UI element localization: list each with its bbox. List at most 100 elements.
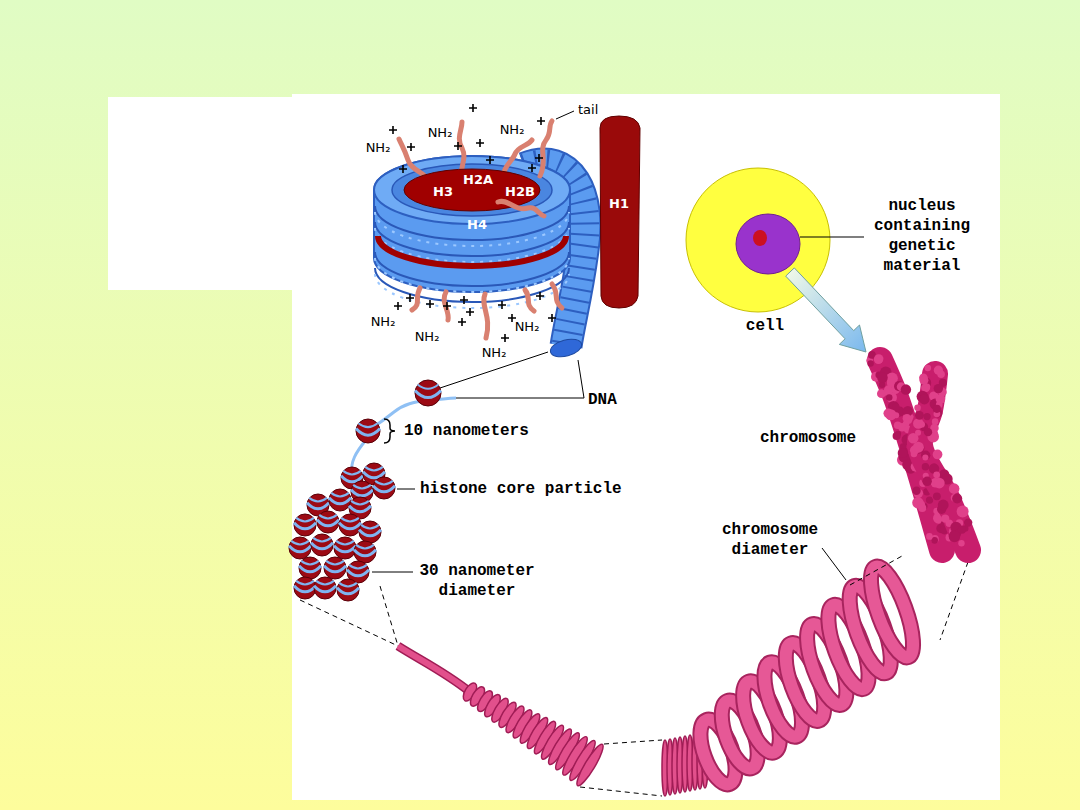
charge-symbol: [466, 308, 474, 316]
dna-wrap: [309, 498, 327, 502]
histone-bead: [289, 537, 311, 559]
histone-label: H2B: [505, 184, 535, 199]
dashed-guide: [580, 787, 662, 796]
dna-wrap: [296, 518, 314, 522]
leader-line: [372, 572, 413, 573]
chromatin-fuzz: [923, 413, 930, 420]
dashed-guide: [850, 556, 902, 585]
dna-label: DNA: [588, 390, 617, 410]
chromatin-fuzz: [949, 483, 960, 494]
histone-tail: [484, 294, 488, 338]
dna-wrap: [326, 561, 344, 565]
histone-bead: [356, 419, 380, 443]
charge-symbol: [536, 292, 544, 300]
histone-core-label: histone core particle: [420, 479, 622, 499]
dashed-guide: [300, 600, 398, 646]
leader-line: [578, 360, 584, 398]
chromatin-fuzz: [874, 355, 883, 364]
chromatin-fuzz: [933, 471, 940, 478]
dna-wrap: [334, 546, 356, 552]
dna-wrap: [301, 561, 319, 565]
chromatin-fuzz: [912, 487, 920, 495]
chromatin-fuzz: [934, 478, 945, 489]
dna-wrap: [336, 541, 354, 545]
dna-wrap: [294, 523, 316, 529]
dna-wrap: [331, 493, 349, 497]
chromatin-fuzz: [933, 405, 941, 413]
histone-bead: [294, 577, 316, 599]
nucleus-label: nucleus containing genetic material: [866, 196, 978, 276]
histone-octamer: H3H2AH2BH4: [404, 168, 540, 234]
dna-wrap: [291, 541, 309, 545]
dna-wrap: [356, 429, 380, 436]
histone-bead: [324, 557, 346, 579]
dna-wrap: [311, 543, 333, 549]
charge-symbol: [407, 143, 415, 151]
chromosome-label: chromosome: [760, 428, 856, 448]
charge-symbol: [460, 296, 468, 304]
histone-bead: [311, 534, 333, 556]
chromatin-fuzz: [924, 428, 932, 436]
leader-line: [556, 111, 574, 119]
dna-wrap: [418, 385, 439, 389]
chromatin-fuzz: [877, 389, 886, 398]
chromatin-fuzz: [913, 442, 924, 453]
chromatin-fuzz: [957, 506, 969, 518]
histone-bead: [294, 514, 316, 536]
histone-bead: [299, 557, 321, 579]
histone-tail: [540, 121, 552, 176]
charge-symbol: [528, 164, 536, 172]
histone-label: H3: [433, 184, 453, 199]
dashed-guide: [380, 586, 398, 646]
dna-wrap: [307, 503, 329, 509]
amino-terminus-label: NH₂: [500, 122, 525, 137]
chromatin-fuzz: [949, 531, 960, 542]
dna-wrap: [349, 506, 371, 512]
charge-symbol: [476, 139, 484, 147]
chromatin-fuzz: [903, 414, 910, 421]
amino-terminus-label: NH₂: [482, 345, 507, 360]
dna-wrap: [415, 390, 441, 397]
chromatin-fuzz: [924, 384, 931, 391]
chromatin-fuzz: [919, 395, 929, 405]
histone-bead: [334, 537, 356, 559]
dna-wrap: [375, 481, 393, 485]
charge-symbol: [469, 104, 477, 112]
dna-wrap: [365, 467, 383, 471]
chromatid: [920, 374, 968, 550]
dna-wrap: [358, 423, 377, 427]
chromatin-fuzz: [922, 454, 928, 460]
histone-h1: H1: [596, 114, 642, 310]
bracket: [384, 419, 395, 443]
chromatin-fuzz: [877, 372, 888, 383]
dna-wrap: [354, 550, 376, 556]
dna-wrap: [314, 586, 336, 592]
chromatin-strand-edge: [398, 646, 470, 692]
dna-wrap: [343, 471, 361, 475]
dna-wrap: [356, 545, 374, 549]
chromatin-fuzz: [933, 450, 943, 460]
chromatin-fuzz: [922, 463, 929, 470]
fiber-diameter-label: 30 nanometer diameter: [415, 561, 540, 601]
chromatin-fuzz: [867, 360, 873, 366]
chromatin-fuzz: [938, 500, 949, 511]
leader-line: [397, 489, 415, 490]
dna-wrap: [341, 518, 359, 522]
nucleus: [736, 214, 800, 274]
h1-body: [600, 116, 640, 308]
chromatin-fuzz: [964, 518, 972, 526]
dna-wrap: [289, 546, 311, 552]
histone-tail: [412, 288, 420, 310]
dna-wrap: [313, 538, 331, 542]
charge-symbol: [498, 301, 506, 309]
chromatin-fuzz: [893, 432, 901, 440]
chromatin-fuzz: [934, 366, 943, 375]
leader-line: [456, 398, 584, 399]
histone-tail: [525, 290, 534, 311]
dna-wrap: [294, 586, 316, 592]
nucleolus: [753, 230, 767, 246]
white-panel: [108, 97, 292, 290]
charge-symbol: [389, 126, 397, 134]
amino-terminus-label: NH₂: [415, 329, 440, 344]
